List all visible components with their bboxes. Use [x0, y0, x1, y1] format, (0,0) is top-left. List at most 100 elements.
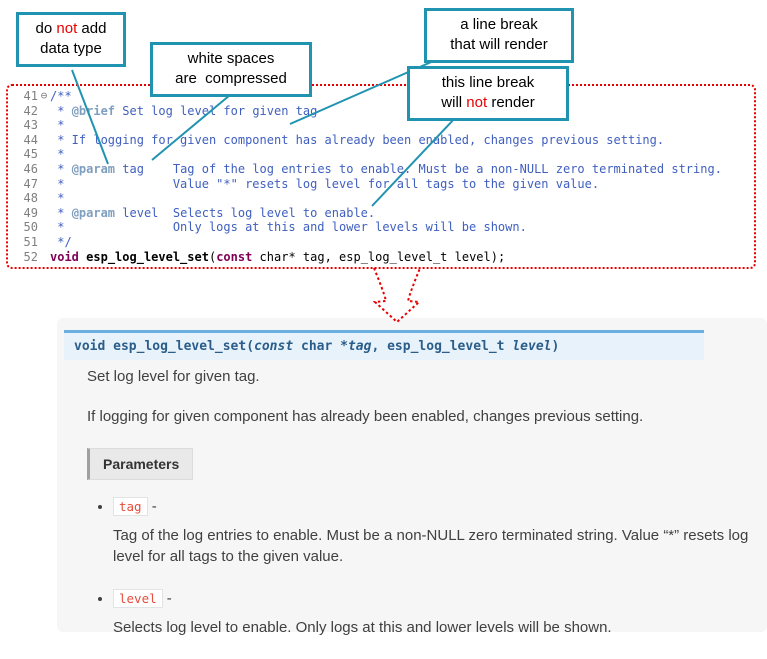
code-line: 51 */	[16, 235, 750, 250]
fold-marker-icon	[38, 162, 50, 177]
parameter-description: Selects log level to enable. Only logs a…	[113, 618, 612, 636]
callout-text: do not add	[35, 20, 107, 37]
code-text: * If logging for given component has alr…	[50, 132, 665, 147]
signature-token: esp_log_level_set	[113, 339, 247, 354]
code-line: 41 ⊖ /**	[16, 89, 750, 104]
line-number: 45	[23, 147, 38, 162]
fold-marker-icon: ⊖	[40, 89, 48, 102]
callout-text: data type	[40, 40, 102, 58]
emphasis-not: not	[466, 94, 488, 112]
line-number: 51	[23, 234, 38, 249]
signature-token: char *	[293, 339, 348, 354]
code-text: /**	[50, 89, 72, 103]
code-text: * Only logs at this and lower levels wil…	[50, 220, 527, 235]
parameter-name-code: tag	[113, 496, 148, 516]
line-number: 48	[23, 191, 38, 206]
line-number: 47	[23, 176, 38, 191]
code-text: *	[50, 147, 65, 162]
line-number: 44	[23, 132, 38, 147]
fold-marker-icon	[38, 220, 50, 235]
fold-marker-icon	[38, 250, 50, 265]
fold-marker-icon	[38, 235, 50, 250]
code-text: * @param level Selects log level to enab…	[50, 206, 375, 221]
callout-text: a line break	[460, 16, 538, 33]
fold-marker-icon	[38, 104, 50, 119]
parameter-dash: -	[162, 590, 172, 608]
signature-token: const	[254, 339, 294, 354]
callout-text: this line break	[441, 74, 535, 91]
callout-line-break-renders: a line break that will render	[424, 8, 574, 63]
code-line: 50 * Only logs at this and lower levels …	[16, 220, 750, 235]
code-text: *	[50, 191, 65, 206]
code-line: 48 *	[16, 191, 750, 206]
callout-text: white spaces	[187, 50, 275, 67]
line-number: 41	[23, 89, 38, 103]
parameter-item: tag - Tag of the log entries to enable. …	[113, 496, 751, 568]
fold-marker-icon	[38, 147, 50, 162]
fold-marker-icon	[38, 133, 50, 148]
code-text: void esp_log_level_set(const char* tag, …	[50, 250, 505, 265]
code-token: Set log level for given tag	[115, 103, 318, 118]
emphasis-not: not	[56, 20, 78, 37]
function-signature: void esp_log_level_set(const char *tag, …	[64, 330, 704, 360]
code-token: tag Tag of the log entries to enable. Mu…	[115, 161, 722, 176]
code-token: @param	[71, 161, 116, 176]
code-line: 45 *	[16, 147, 750, 162]
code-token: esp_log_level_set	[86, 249, 209, 264]
line-number: 42	[23, 103, 38, 118]
code-line: 42 * @brief Set log level for given tag	[16, 104, 750, 119]
parameter-item: level - Selects log level to enable. Onl…	[113, 588, 751, 639]
line-number: 46	[23, 161, 38, 176]
function-signature-text: void esp_log_level_set(const char *tag, …	[74, 339, 559, 354]
doc-brief: Set log level for given tag.	[87, 368, 260, 385]
line-number: 52	[23, 249, 38, 264]
code-token: (	[208, 249, 217, 264]
line-number: 43	[23, 118, 38, 133]
parameter-name-code: level	[113, 589, 163, 609]
code-token: char* tag, esp_log_level_t level);	[252, 249, 506, 264]
signature-token: tag	[347, 339, 372, 354]
signature-token: (	[246, 339, 255, 354]
code-text: *	[50, 118, 65, 133]
callout-text: that will render	[450, 36, 548, 54]
parameters-heading: Parameters	[87, 447, 194, 480]
code-token: @brief	[71, 103, 116, 118]
code-text: * @brief Set log level for given tag	[50, 104, 317, 119]
code-token: *	[50, 161, 72, 176]
callout-no-data-type: do not add data type	[16, 12, 126, 67]
parameter-description: Tag of the log entries to enable. Must b…	[113, 526, 749, 566]
fold-marker-icon	[38, 206, 50, 221]
fold-marker-icon	[38, 191, 50, 206]
line-number: 49	[23, 205, 38, 220]
signature-token: void	[74, 339, 106, 354]
signature-token: )	[551, 339, 560, 354]
code-token: level Selects log level to enable.	[115, 205, 376, 220]
code-editor-snippet: 41 ⊖ /** 42 * @brief Set log level for g…	[6, 84, 756, 270]
parameter-dash: -	[147, 497, 157, 515]
code-text: * @param tag Tag of the log entries to e…	[50, 162, 722, 177]
code-text: * Value "*" resets log level for all tag…	[50, 176, 600, 191]
signature-token: level	[512, 339, 552, 354]
code-line: 46 * @param tag Tag of the log entries t…	[16, 162, 750, 177]
code-token: @param	[71, 205, 116, 220]
parameters-list: tag - Tag of the log entries to enable. …	[87, 496, 751, 639]
rendered-doc-panel: void esp_log_level_set(const char *tag, …	[57, 318, 767, 636]
callout-text: will not render	[441, 94, 535, 112]
callout-whitespace-compressed: white spaces are compressed	[150, 42, 312, 97]
code-token: *	[50, 205, 72, 220]
doc-content: Set log level for given tag. If logging …	[87, 366, 751, 659]
fold-marker-icon	[38, 118, 50, 133]
callout-text: are compressed	[175, 70, 287, 88]
code-text: */	[50, 234, 72, 249]
line-number: 50	[23, 220, 38, 235]
code-token: void	[50, 249, 79, 264]
code-lines: 41 ⊖ /** 42 * @brief Set log level for g…	[16, 89, 750, 264]
signature-token	[105, 339, 113, 354]
doc-description: If logging for given component has alrea…	[87, 407, 644, 425]
code-line: 49 * @param level Selects log level to e…	[16, 206, 750, 221]
code-token: *	[50, 103, 72, 118]
code-line: 52 void esp_log_level_set(const char* ta…	[16, 250, 750, 265]
signature-token: , esp_log_level_t	[371, 339, 513, 354]
code-line: 44 * If logging for given component has …	[16, 133, 750, 148]
fold-marker-icon	[38, 177, 50, 192]
